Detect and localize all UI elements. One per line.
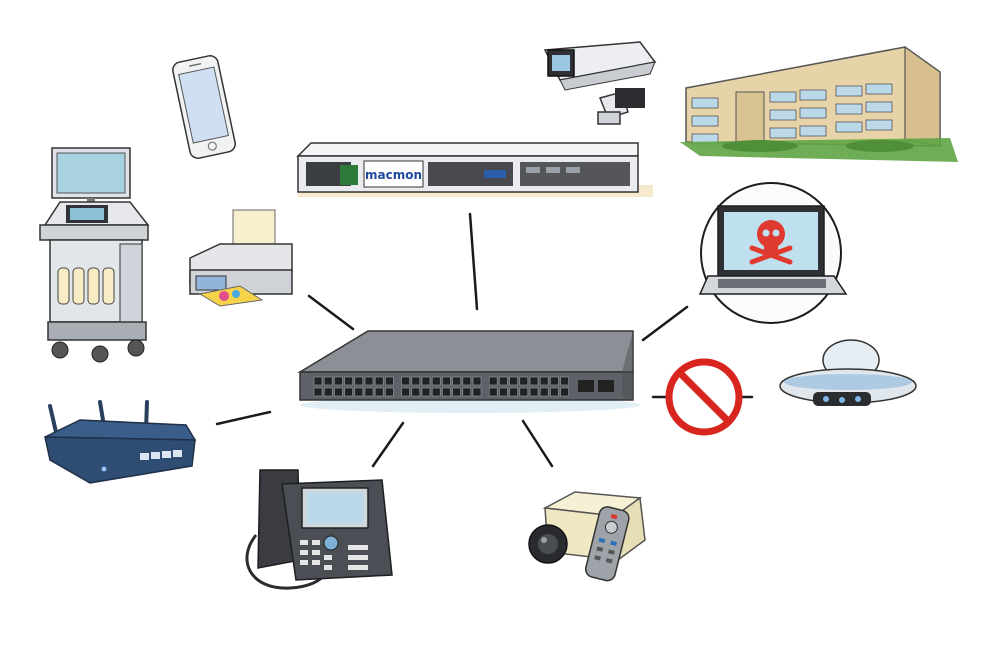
ufo-icon [779,339,917,406]
server-brand-label: macmon [365,168,422,182]
switch-port [539,376,549,386]
wifi-router-icon [44,400,197,484]
switch-port [452,376,461,386]
switch-port [354,387,364,397]
building-window [769,109,797,121]
link-router [215,410,272,426]
office-building-icon [680,45,958,162]
switch-port [499,387,508,397]
switch-port [334,387,343,397]
switch-port [452,387,461,397]
smartphone-icon [172,55,236,159]
building-window [835,121,863,133]
switch-port [529,387,539,397]
switch-port [431,387,441,397]
switch-port [334,376,343,386]
switch-port [364,376,374,386]
building-window [769,127,797,139]
switch-port [442,387,451,397]
skull-icon [749,220,793,265]
building-window [691,97,719,109]
switch-port [411,376,421,386]
switch-port [421,376,431,386]
switch-port [354,376,364,386]
building-window [865,119,893,131]
blocked-laptop-icon [698,182,848,324]
switch-port [488,376,498,386]
switch-port [499,376,508,386]
switch-port [488,387,498,397]
switch-port [374,376,384,386]
building-window [835,103,863,115]
switch-port [519,387,529,397]
switch-port [529,376,539,386]
switch-port [364,387,374,397]
switch-port [519,376,529,386]
building-window [865,101,893,113]
switch-port [462,376,472,386]
ip-phone-icon [245,469,393,590]
ultrasound-machine-icon [39,147,150,363]
switch-port [472,387,482,397]
switch-port [344,387,353,397]
surveillance-camera-icon [543,41,657,125]
switch-port [539,387,549,397]
switch-ports [313,376,569,397]
switch-port [374,387,384,397]
blocked-sign-icon [665,358,743,436]
building-window [799,107,827,119]
macmon-server-icon: macmon [296,142,653,197]
switch-port [401,387,410,397]
switch-port [560,376,569,386]
network-switch-icon [297,330,640,413]
switch-port [431,376,441,386]
switch-port [550,387,559,397]
building-window [691,115,719,127]
switch-port [344,376,353,386]
switch-port [401,376,410,386]
printer-icon [189,209,293,307]
switch-port [323,376,333,386]
switch-port [472,376,482,386]
link-phone [371,421,405,468]
link-laptop [641,305,689,342]
building-window [865,83,893,95]
building-window [799,89,827,101]
switch-port [442,376,451,386]
link-projector [521,419,554,468]
switch-port [462,387,472,397]
building-window [835,85,863,97]
switch-port [313,387,323,397]
building-windows [691,83,893,145]
switch-port [550,376,559,386]
building-window [769,91,797,103]
link-printer [307,294,355,331]
switch-port [385,387,394,397]
switch-port [323,387,333,397]
switch-port [509,387,518,397]
switch-port [421,387,431,397]
link-server [468,212,479,311]
switch-port [385,376,394,386]
switch-port [313,376,323,386]
projector-with-remote-icon [528,491,646,582]
building-window [799,125,827,137]
switch-port [509,376,518,386]
switch-port [560,387,569,397]
switch-port [411,387,421,397]
